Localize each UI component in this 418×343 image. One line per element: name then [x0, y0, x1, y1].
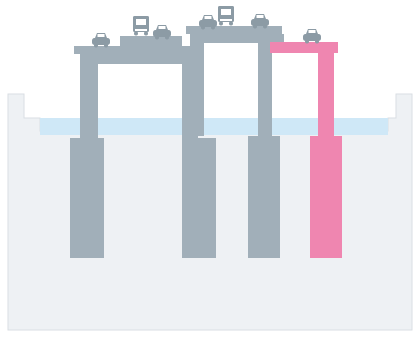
left-bent-deck — [74, 46, 198, 54]
truck-icon — [133, 16, 149, 36]
new-bent-column — [318, 53, 334, 139]
left-bent-crossbeam — [98, 54, 182, 64]
center-bent-crossbeam — [204, 34, 258, 43]
water-layer — [40, 118, 388, 135]
center-bent-column-right — [258, 34, 272, 136]
center-bent-deck — [186, 26, 282, 34]
center-bent — [186, 26, 284, 258]
new-bent — [270, 42, 342, 258]
center-bent-pile — [248, 136, 280, 258]
truck-icon — [218, 6, 234, 26]
car-icon — [303, 29, 321, 44]
left-bent-pile-right — [182, 138, 216, 258]
new-bent-pile — [310, 136, 342, 258]
left-bent-column-left — [80, 54, 98, 138]
left-bent-beam-step — [120, 36, 182, 47]
car-icon — [92, 33, 110, 48]
new-bent-deck — [270, 42, 338, 53]
center-bent-column-left — [190, 34, 204, 136]
left-bent-pile-left — [70, 138, 104, 258]
left-bent — [70, 36, 216, 258]
